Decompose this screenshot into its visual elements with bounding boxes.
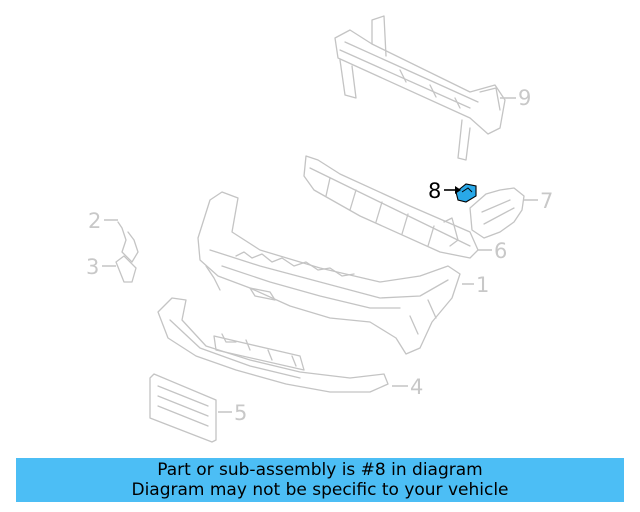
callout-6: 6	[494, 239, 507, 263]
callout-5: 5	[234, 401, 247, 425]
part-6-energy-absorber	[303, 155, 479, 259]
info-banner: Part or sub-assembly is #8 in diagram Di…	[16, 458, 624, 502]
part-7-side-bracket	[469, 187, 525, 239]
banner-line-1: Part or sub-assembly is #8 in diagram	[157, 460, 483, 480]
part-1-bumper-cover	[197, 191, 461, 355]
callout-2: 2	[88, 209, 101, 233]
callout-7: 7	[540, 189, 553, 213]
arrowhead-8	[455, 186, 461, 194]
callout-9: 9	[518, 86, 531, 110]
part-2-bracket	[117, 221, 139, 263]
callout-1: 1	[476, 273, 489, 297]
part-3-bracket	[115, 255, 137, 283]
part-8-clip-highlighted	[455, 183, 477, 203]
banner-line-2: Diagram may not be specific to your vehi…	[131, 480, 509, 500]
callout-4: 4	[410, 375, 423, 399]
callout-8: 8	[428, 179, 441, 203]
part-4-lower-valance	[157, 297, 389, 393]
part-9-reinforcement-beam	[334, 15, 506, 161]
callout-3: 3	[86, 255, 99, 279]
part-5-license-bracket	[149, 373, 217, 443]
